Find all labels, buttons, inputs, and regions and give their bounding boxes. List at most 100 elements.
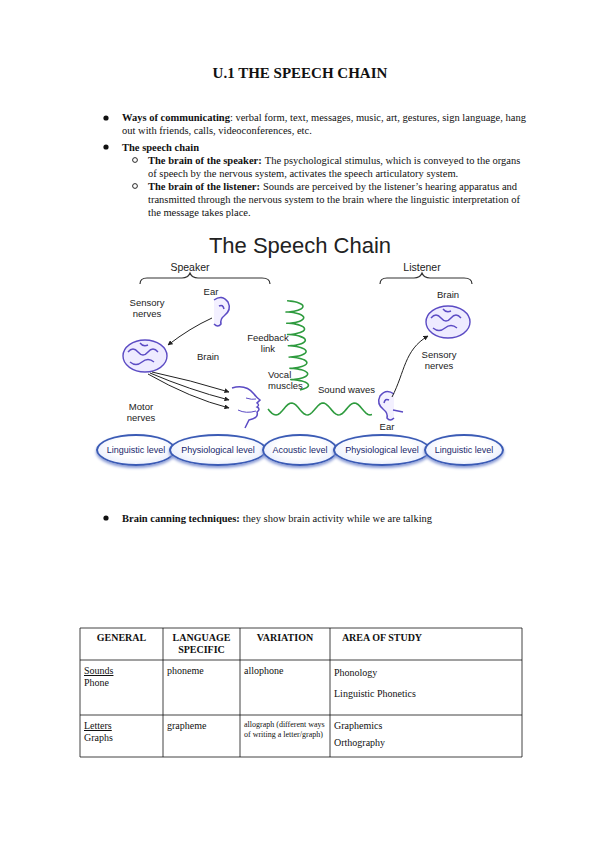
listener-bracket [380, 273, 472, 284]
speaker-ear [214, 297, 229, 326]
listener-ear [379, 391, 403, 420]
table-grid [80, 757, 522, 758]
text-block: VARIATION [242, 632, 328, 644]
bullet-dots [103, 115, 108, 120]
listener-ear [379, 391, 394, 420]
listener-bracket [380, 273, 472, 284]
level-oval: Physiological level [333, 434, 431, 466]
text-block: Orthography [334, 737, 434, 749]
text-block: Vocal muscles [268, 370, 298, 391]
text-label: Phonology [334, 667, 434, 679]
text-label: Listener [403, 261, 440, 273]
text-block: Linguistic Phonetics [334, 688, 434, 700]
listener-brain [426, 306, 470, 338]
text-label: The brain of the speaker: [148, 155, 262, 166]
speaker-brain [123, 340, 167, 372]
speaker-face [232, 387, 260, 428]
text-label: Graphs [84, 732, 160, 744]
text-block: Ear [198, 287, 224, 298]
speaker-brain [140, 343, 148, 346]
level-oval: Physiological level [169, 434, 267, 466]
text-block: The brain of the speaker:The psychologic… [148, 154, 526, 180]
text-block: Graphemics [334, 720, 434, 732]
listener-ear [393, 410, 403, 412]
text-label: Graphemics [334, 720, 434, 732]
level-label: Linguistic level [107, 445, 166, 455]
speaker-brain [128, 349, 158, 355]
text-block: Sensory nerves [414, 350, 464, 371]
sound-waves [268, 301, 372, 415]
text-block: allophone [244, 665, 326, 677]
table-grid [80, 715, 522, 716]
text-block: Brain [430, 290, 466, 301]
level-label: Physiological level [345, 445, 419, 455]
text-label: Ear [204, 286, 219, 297]
speaker-face [238, 410, 256, 412]
table-grid [330, 628, 331, 757]
text-label: they show brain activity while we are ta… [243, 513, 432, 524]
text-label: Vocal muscles [268, 369, 303, 391]
text-label: grapheme [167, 720, 237, 732]
text-block: SoundsPhone [84, 665, 160, 689]
text-label: Feedback link [247, 332, 289, 354]
text-label: The Speech Chain [209, 233, 391, 258]
level-label: Acoustic level [272, 445, 327, 455]
text-label: Ways of communicating [122, 112, 230, 123]
text-block: The brain of the listener:Sounds are per… [148, 180, 526, 219]
page-title: U.1 THE SPEECH CHAIN [0, 64, 600, 82]
speaker-brain [123, 340, 167, 372]
level-oval: Linguistic level [424, 434, 504, 466]
text-block: The Speech Chain [180, 234, 420, 258]
text-block: Ear [374, 422, 400, 433]
text-label: Brain [437, 289, 459, 300]
text-block: Speaker [160, 261, 220, 273]
text-label: Motor nerves [127, 401, 156, 423]
speaker-face [232, 387, 260, 428]
table-grid [522, 628, 523, 757]
text-label: Ear [380, 421, 395, 432]
text-block: allograph (different ways of writing a l… [244, 720, 328, 740]
speaker-ear [214, 297, 229, 326]
bullet-dots [103, 515, 108, 520]
text-block: GENERAL [82, 632, 161, 644]
text-label: The speech chain [122, 142, 199, 153]
level-oval: Acoustic level [262, 434, 338, 466]
text-block: Brain canning techniques:they show brain… [122, 512, 526, 525]
table-grid [80, 660, 522, 661]
sub-bullet-circles [133, 158, 138, 189]
listener-brain [426, 306, 470, 338]
text-block: Sensory nerves [122, 298, 172, 319]
text-label: AREA OF STUDY [332, 632, 432, 644]
nerve-lines [392, 336, 428, 397]
text-block: Phonology [334, 667, 434, 679]
nerve-lines [150, 373, 229, 400]
table-grid [80, 628, 81, 757]
table-grid [163, 628, 164, 757]
text-label: LANGUAGE SPECIFIC [165, 632, 238, 656]
table-grid [240, 628, 241, 757]
nerve-lines [148, 318, 428, 408]
sub-bullet-circles [133, 184, 138, 189]
speaker-ear [219, 305, 224, 309]
nerve-lines [148, 374, 229, 408]
text-label: Sounds [84, 665, 160, 677]
speaker-bracket [140, 273, 270, 284]
text-label: Sensory nerves [130, 297, 165, 319]
sub-bullet-circles [133, 158, 138, 163]
text-block: Listener [392, 261, 452, 273]
text-block: AREA OF STUDY [332, 632, 432, 644]
speaker-brain [130, 360, 154, 365]
nerve-lines [168, 318, 212, 345]
level-oval: Linguistic level [96, 434, 176, 466]
speaker-face [246, 398, 256, 399]
text-label: Letters [84, 720, 160, 732]
text-label: allograph (different ways of writing a l… [244, 720, 328, 740]
text-label: Phone [84, 677, 160, 689]
text-label: Orthography [334, 737, 434, 749]
text-block: Motor nerves [118, 402, 164, 423]
text-label: GENERAL [82, 632, 161, 644]
text-block: phoneme [167, 665, 237, 677]
text-block: The speech chain [122, 141, 526, 154]
text-block: LANGUAGE SPECIFIC [165, 632, 238, 656]
